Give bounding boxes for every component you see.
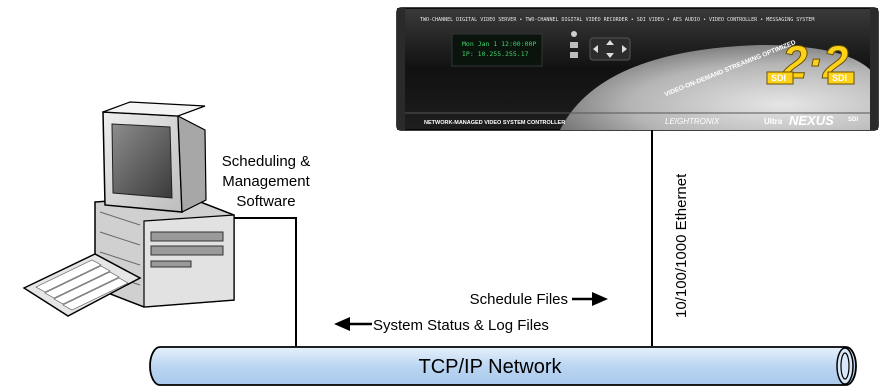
- drive-bay-1: [150, 231, 224, 242]
- lcd-display: [451, 33, 543, 67]
- software-label-line-3: Software: [236, 193, 295, 210]
- sdi-badge-right-label: SDI: [832, 73, 847, 83]
- arrow-left-icon: [334, 317, 372, 331]
- display-line-2: IP: 10.255.255.17: [462, 50, 529, 58]
- video-controller-device: TWO-CHANNEL DIGITAL VIDEO SERVER • TWO-C…: [396, 7, 879, 131]
- sdi-badge-left: [766, 71, 794, 85]
- power-button[interactable]: [571, 31, 577, 37]
- brand-logo: LEIGHTRONIX: [665, 117, 720, 126]
- drive-bay-2: [150, 245, 224, 256]
- sdi-badge-right: [827, 71, 855, 85]
- pipe-end-cap: [836, 347, 854, 385]
- model-suffix: SDI: [848, 117, 858, 123]
- tcp-ip-network-pipe: TCP/IP Network: [149, 346, 857, 386]
- status-files-label: System Status & Log Files: [373, 317, 549, 334]
- moon-artwork: [560, 45, 878, 130]
- navigation-dpad[interactable]: [589, 37, 631, 61]
- schedule-files-label: Schedule Files: [470, 291, 568, 308]
- device-button-a[interactable]: [570, 42, 578, 48]
- network-label: TCP/IP Network: [419, 356, 563, 378]
- device-banner: TWO-CHANNEL DIGITAL VIDEO SERVER • TWO-C…: [420, 17, 814, 23]
- arrow-right-icon: [572, 292, 608, 306]
- computer-connection-line: [230, 217, 297, 346]
- display-line-1: Mon Jan 1 12:00:00P: [462, 40, 536, 48]
- sdi-badge-left-label: SDI: [771, 73, 786, 83]
- device-button-b[interactable]: [570, 52, 578, 58]
- keyboard: [22, 253, 142, 317]
- software-label-line-2: Management: [222, 173, 310, 190]
- monitor-screen: [111, 123, 173, 199]
- ethernet-label: 10/100/1000 Ethernet: [673, 173, 690, 318]
- drive-bay-3: [150, 260, 192, 268]
- computer-workstation: [22, 101, 235, 317]
- model-prefix: Ultra: [764, 117, 783, 126]
- rack-ear-left: [397, 8, 405, 130]
- device-subtitle: NETWORK-MANAGED VIDEO SYSTEM CONTROLLER: [424, 120, 565, 126]
- software-label-line-1: Scheduling &: [222, 153, 310, 170]
- rack-ear-right: [870, 8, 878, 130]
- model-name: NEXUS: [789, 113, 834, 128]
